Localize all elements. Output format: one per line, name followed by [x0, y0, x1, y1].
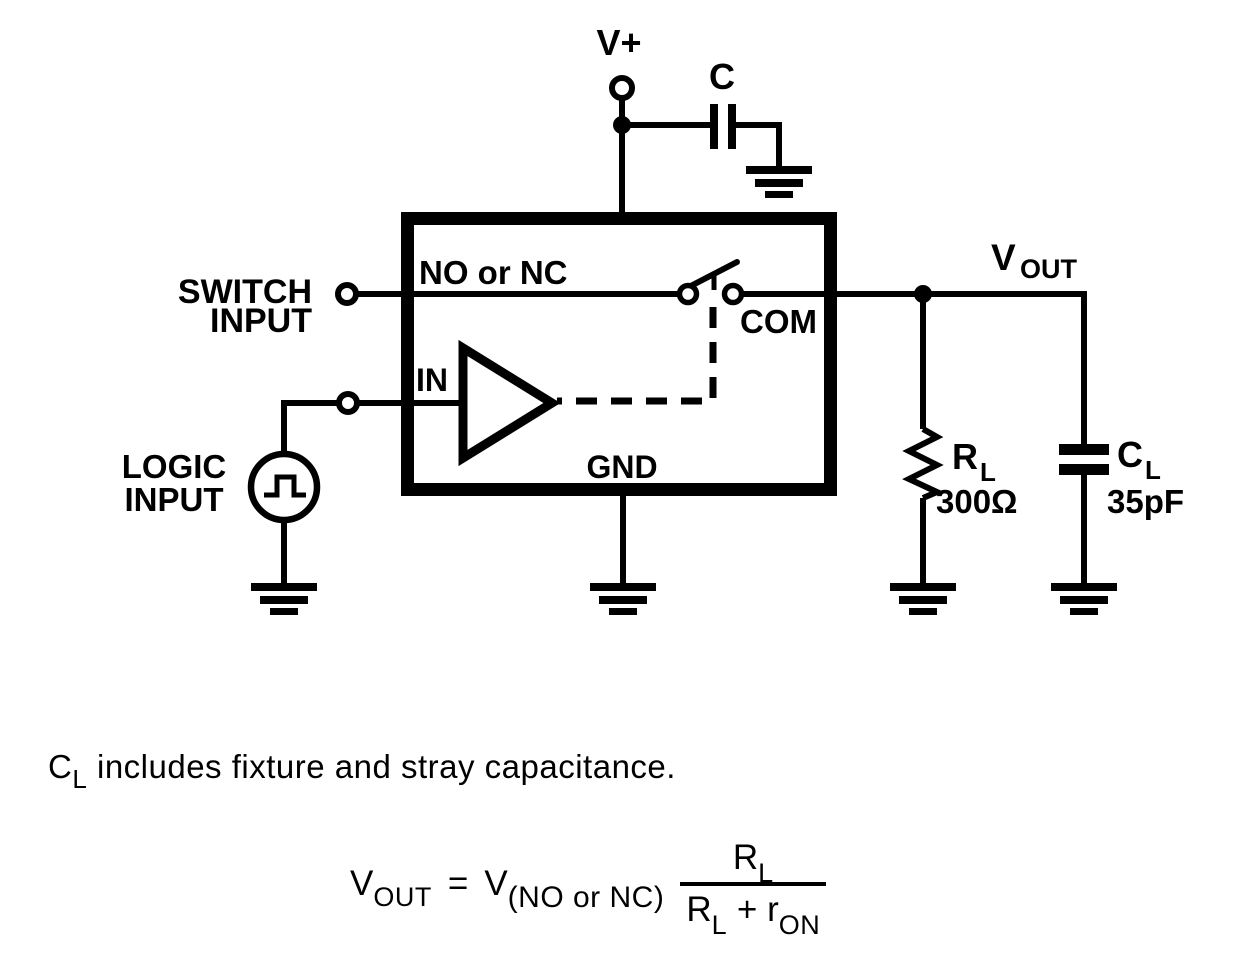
equation-fraction: RL RL + rON — [680, 838, 827, 940]
equation-lhs-sub: OUT — [373, 881, 432, 912]
cl-value: 35pF — [1107, 483, 1184, 520]
output-junction-dot — [914, 285, 932, 303]
switch-input-label-line2: INPUT — [210, 302, 312, 340]
switch-contact-right — [721, 282, 745, 306]
bypass-cap-label: C — [709, 56, 735, 97]
analog-switch-symbol — [676, 259, 745, 306]
bypass-capacitor — [710, 104, 736, 149]
denominator-r-sub: L — [711, 910, 728, 940]
denominator-r: R — [686, 890, 712, 929]
load-resistor-ground-symbol — [890, 583, 956, 615]
numerator-r: R — [732, 838, 759, 877]
equation-rhs-v: V — [484, 864, 508, 903]
denominator-plus-sign: + — [736, 890, 758, 929]
denominator-ron: r — [767, 890, 779, 929]
note-line: CL includes fixture and stray capacitanc… — [48, 748, 676, 794]
equation-lhs-v: V — [350, 864, 374, 903]
logic-source-ground-symbol — [251, 583, 317, 615]
load-capacitor — [1059, 444, 1109, 475]
logic-input-label-line2: INPUT — [125, 481, 224, 518]
vout-label-sub: OUT — [1020, 254, 1078, 284]
note-text: includes fixture and stray capacitance. — [87, 748, 676, 785]
logic-buffer-triangle — [458, 339, 561, 467]
in-pin-label: IN — [416, 362, 448, 398]
circuit-wires — [281, 97, 1087, 584]
pulse-waveform-icon — [264, 474, 306, 498]
switch-input-terminal — [335, 282, 359, 306]
com-pin-label: COM — [740, 303, 817, 340]
logic-input-wire-left — [281, 400, 339, 455]
rl-value: 300Ω — [936, 483, 1018, 520]
vout-label-main: V — [991, 237, 1016, 278]
cl-ref-main: C — [1117, 434, 1143, 475]
equation-equals-sign: = — [447, 864, 469, 903]
no-or-nc-pin-label: NO or NC — [419, 254, 568, 291]
switch-input-label-line1: SWITCH — [178, 273, 312, 311]
logic-input-terminal — [336, 391, 360, 415]
load-capacitor-ground-symbol — [1051, 583, 1117, 615]
supply-terminal — [609, 75, 635, 101]
cl-ref-sub: L — [1145, 455, 1161, 485]
denominator-ron-sub: ON — [778, 910, 821, 940]
fraction-denominator: RL + rON — [680, 882, 827, 940]
bypass-ground-symbol — [746, 166, 812, 198]
note-cap-ref: C — [48, 748, 73, 785]
output-wire — [741, 291, 1087, 445]
gnd-pin-label: GND — [586, 449, 657, 485]
gnd-pin-ground-symbol — [590, 583, 656, 615]
note-cap-ref-subscript: L — [72, 764, 88, 794]
vout-equation: V OUT = V (NO or NC) RL RL + rON — [350, 838, 827, 940]
supply-junction-dot — [613, 116, 631, 134]
logic-pulse-source — [247, 450, 321, 524]
logic-input-label-line1: LOGIC — [122, 448, 227, 485]
rl-ref-sub: L — [980, 457, 996, 487]
load-resistor — [902, 426, 945, 501]
rl-ref-main: R — [952, 436, 978, 477]
bypass-wire-right — [736, 122, 782, 167]
equation-rhs-sub: (NO or NC) — [507, 881, 665, 914]
supply-label: V+ — [596, 22, 641, 63]
fraction-numerator: RL — [723, 838, 784, 888]
numerator-r-sub: L — [758, 858, 774, 888]
switch-contact-left — [676, 282, 700, 306]
